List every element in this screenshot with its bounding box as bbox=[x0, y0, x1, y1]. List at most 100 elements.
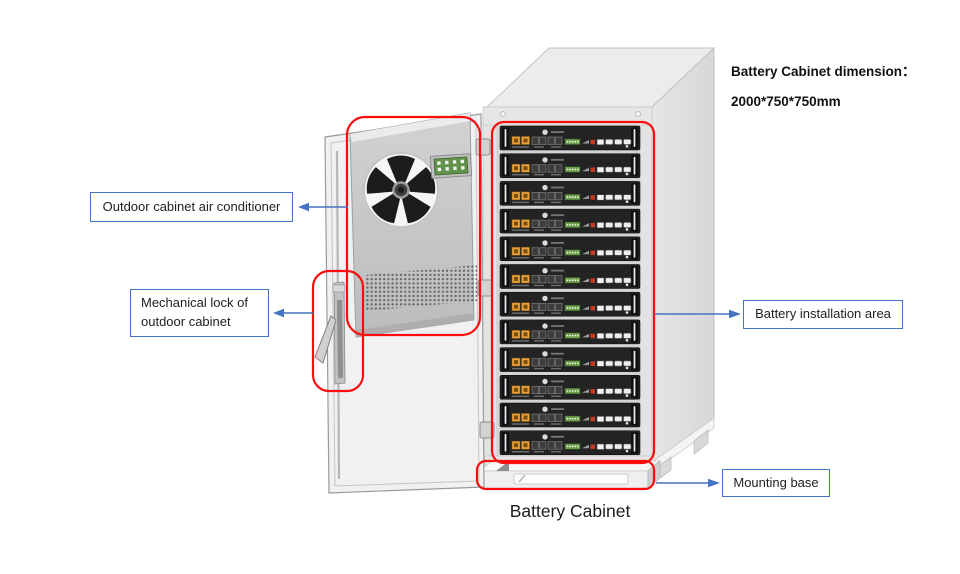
module-logo-icon bbox=[542, 434, 548, 440]
port-icon bbox=[623, 194, 632, 201]
switch-icon bbox=[590, 278, 595, 283]
arrowhead-icon bbox=[729, 309, 741, 319]
port-icon bbox=[614, 277, 623, 284]
port-icon bbox=[596, 166, 605, 173]
keypad-display bbox=[429, 153, 473, 179]
arrowhead-icon bbox=[273, 308, 284, 318]
top-rail bbox=[482, 106, 653, 126]
switch-icon bbox=[590, 361, 595, 366]
led-indicator-icon bbox=[625, 200, 629, 203]
callout-air-conditioner-label: Outdoor cabinet air conditioner bbox=[102, 198, 281, 214]
battery-modules bbox=[499, 125, 641, 455]
switch-icon bbox=[590, 250, 595, 256]
mounting-base-graphic bbox=[478, 460, 662, 489]
cabinet-foot bbox=[693, 429, 709, 455]
air-conditioner-unit bbox=[349, 112, 477, 338]
module-logo-icon bbox=[542, 406, 548, 412]
battery-module bbox=[499, 291, 641, 317]
port-icon bbox=[605, 360, 614, 367]
arrowhead-icon bbox=[298, 202, 309, 212]
battery-module bbox=[499, 319, 641, 345]
port-icon bbox=[614, 194, 623, 201]
port-icon bbox=[605, 194, 614, 201]
led-indicator-icon bbox=[625, 422, 629, 425]
port-icon bbox=[605, 443, 614, 450]
callout-arrows bbox=[273, 202, 741, 488]
port-icon bbox=[623, 249, 632, 256]
port-icon bbox=[614, 388, 623, 395]
port-icon bbox=[614, 166, 623, 173]
led-indicator-icon bbox=[625, 228, 629, 231]
led-indicator-icon bbox=[625, 394, 629, 397]
led-indicator-icon bbox=[625, 172, 629, 176]
port-icon bbox=[605, 222, 614, 228]
port-icon bbox=[623, 415, 632, 422]
port-icon bbox=[614, 222, 623, 228]
port-icon bbox=[623, 388, 632, 395]
battery-module bbox=[499, 264, 641, 289]
port-icon bbox=[605, 305, 614, 311]
port-icon bbox=[614, 443, 623, 450]
port-icon bbox=[605, 139, 614, 145]
port-icon bbox=[596, 194, 605, 201]
port-icon bbox=[605, 277, 614, 284]
port-icon bbox=[623, 222, 632, 228]
switch-icon bbox=[590, 416, 595, 422]
led-indicator-icon bbox=[625, 255, 629, 259]
arrowhead-icon bbox=[708, 478, 720, 488]
port-icon bbox=[623, 305, 632, 311]
highlight-air-conditioner bbox=[345, 115, 482, 337]
port-icon bbox=[623, 360, 632, 367]
dimension-note-line2: 2000*750*750mm bbox=[731, 94, 841, 109]
switch-icon bbox=[590, 222, 595, 228]
led-indicator-icon bbox=[625, 338, 629, 342]
battery-module bbox=[499, 430, 641, 455]
module-logo-icon bbox=[542, 351, 548, 357]
module-logo-icon bbox=[542, 268, 548, 274]
callout-battery-area: Battery installation area bbox=[743, 300, 903, 329]
battery-module bbox=[499, 125, 641, 151]
callout-mechanical-lock: Mechanical lock of outdoor cabinet bbox=[130, 289, 269, 337]
port-icon bbox=[596, 222, 605, 229]
callout-mounting-base: Mounting base bbox=[722, 469, 830, 497]
port-icon bbox=[614, 249, 623, 256]
switch-icon bbox=[590, 333, 595, 339]
port-icon bbox=[623, 277, 632, 284]
hinge-icon bbox=[475, 138, 491, 156]
port-icon bbox=[614, 139, 623, 145]
cabinet-door bbox=[314, 112, 495, 494]
callout-air-conditioner: Outdoor cabinet air conditioner bbox=[90, 192, 293, 222]
port-icon bbox=[614, 305, 623, 311]
port-icon bbox=[596, 139, 605, 146]
base-slot bbox=[513, 473, 629, 485]
battery-module bbox=[499, 181, 641, 206]
switch-icon bbox=[590, 306, 595, 311]
port-icon bbox=[614, 332, 623, 339]
callout-mounting-base-label: Mounting base bbox=[733, 474, 819, 490]
switch-icon bbox=[590, 195, 595, 200]
port-icon bbox=[596, 388, 605, 395]
module-logo-icon bbox=[542, 378, 548, 385]
module-logo-icon bbox=[542, 157, 548, 163]
highlights bbox=[311, 115, 656, 491]
dimension-note-line1: Battery Cabinet dimension： bbox=[731, 64, 916, 79]
port-icon bbox=[623, 443, 632, 450]
port-icon bbox=[596, 415, 605, 423]
module-logo-icon bbox=[542, 323, 548, 329]
battery-module bbox=[499, 208, 641, 234]
port-icon bbox=[623, 166, 632, 173]
hinge-icon bbox=[479, 421, 495, 439]
vent-grille bbox=[366, 265, 477, 311]
port-icon bbox=[596, 360, 605, 367]
switch-icon bbox=[590, 444, 595, 449]
module-logo-icon bbox=[542, 129, 548, 135]
cabinet-side-face bbox=[651, 46, 715, 482]
highlight-mounting-base bbox=[475, 459, 656, 491]
highlight-lock bbox=[311, 269, 365, 393]
module-logo-icon bbox=[542, 295, 548, 302]
module-logo-icon bbox=[542, 212, 548, 218]
battery-module bbox=[499, 347, 641, 372]
port-icon bbox=[614, 415, 623, 422]
